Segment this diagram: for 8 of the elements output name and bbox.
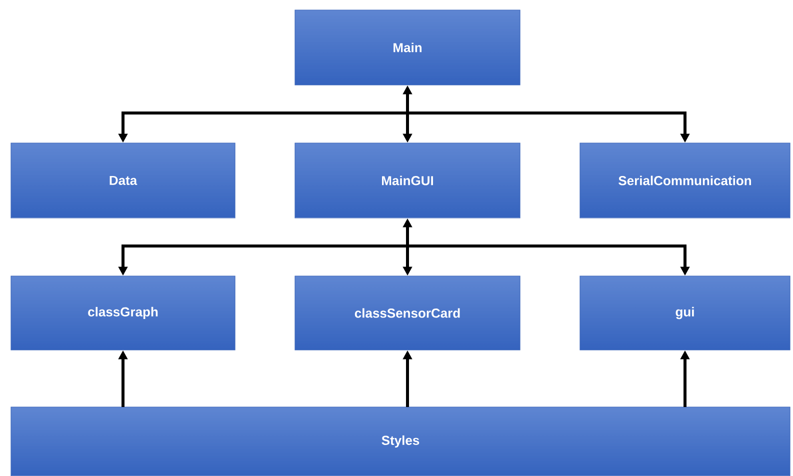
module-box: SerialCommunication [580, 142, 790, 218]
module-box: MainGUI [294, 142, 520, 218]
module-box: classGraph [10, 276, 236, 350]
module-box: Main [294, 10, 520, 86]
module-box: Styles [10, 406, 790, 476]
module-box: classSensorCard [294, 276, 520, 350]
module-box: gui [580, 276, 790, 350]
module-box: Data [10, 142, 236, 218]
